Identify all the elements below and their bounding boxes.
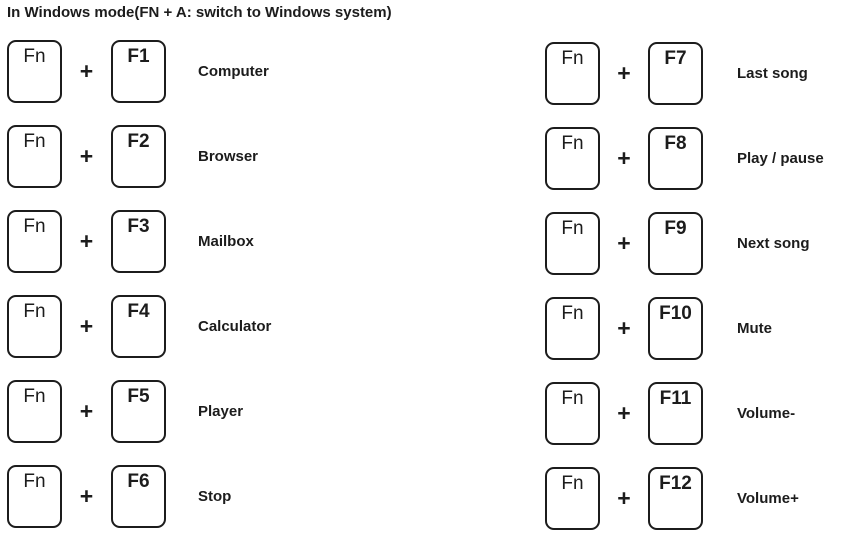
f9-key-label: F9 (664, 218, 687, 239)
fn-key: Fn (545, 382, 600, 445)
f5-key-label: F5 (127, 386, 150, 407)
fn-key-label: Fn (561, 473, 584, 494)
shortcut-column-right: Fn + F7 Last song Fn + F8 Play / pause F… (545, 42, 824, 530)
plus-sign: + (617, 230, 631, 256)
shortcut-column-left: Fn + F1 Computer Fn + F2 Browser Fn + F3… (7, 40, 271, 528)
f12-key: F12 (648, 467, 703, 530)
f12-key-label: F12 (659, 473, 692, 494)
action-label: Stop (198, 488, 232, 505)
shortcut-row-f1: Fn + F1 Computer (7, 40, 271, 103)
plus-sign: + (617, 145, 631, 171)
f9-key: F9 (648, 212, 703, 275)
fn-key: Fn (545, 467, 600, 530)
fn-key-label: Fn (23, 471, 46, 492)
f11-key-label: F11 (659, 388, 692, 409)
f8-key: F8 (648, 127, 703, 190)
f2-key-label: F2 (127, 131, 150, 152)
fn-key: Fn (7, 295, 62, 358)
action-label: Player (198, 403, 244, 420)
f10-key: F10 (648, 297, 703, 360)
fn-key: Fn (7, 380, 62, 443)
action-label: Last song (737, 65, 808, 82)
plus-sign: + (79, 143, 94, 169)
f1-key: F1 (111, 40, 166, 103)
fn-key-label: Fn (23, 46, 46, 67)
shortcut-row-f9: Fn + F9 Next song (545, 212, 824, 275)
shortcut-row-f2: Fn + F2 Browser (7, 125, 271, 188)
f1-key-label: F1 (127, 46, 150, 67)
plus-sign: + (79, 228, 94, 254)
plus-sign: + (79, 58, 94, 84)
fn-key: Fn (545, 212, 600, 275)
f2-key: F2 (111, 125, 166, 188)
f3-key-label: F3 (127, 216, 150, 237)
fn-key-label: Fn (23, 386, 46, 407)
action-label: Next song (737, 235, 810, 252)
fn-key: Fn (7, 40, 62, 103)
fn-key: Fn (7, 125, 62, 188)
fn-key: Fn (7, 465, 62, 528)
fn-key-label: Fn (561, 48, 584, 69)
f6-key: F6 (111, 465, 166, 528)
fn-key-label: Fn (561, 303, 584, 324)
f5-key: F5 (111, 380, 166, 443)
shortcut-row-f3: Fn + F3 Mailbox (7, 210, 271, 273)
f11-key: F11 (648, 382, 703, 445)
fn-key-label: Fn (23, 216, 46, 237)
fn-key-label: Fn (561, 388, 584, 409)
shortcut-row-f6: Fn + F6 Stop (7, 465, 271, 528)
shortcut-row-f7: Fn + F7 Last song (545, 42, 824, 105)
plus-sign: + (617, 400, 631, 426)
shortcut-row-f12: Fn + F12 Volume+ (545, 467, 824, 530)
action-label: Browser (198, 148, 259, 165)
plus-sign: + (617, 315, 631, 341)
action-label: Computer (198, 63, 269, 80)
plus-sign: + (79, 398, 94, 424)
plus-sign: + (617, 60, 631, 86)
fn-key: Fn (545, 297, 600, 360)
plus-sign: + (617, 485, 631, 511)
shortcut-row-f4: Fn + F4 Calculator (7, 295, 271, 358)
shortcut-row-f10: Fn + F10 Mute (545, 297, 824, 360)
f6-key-label: F6 (127, 471, 150, 492)
fn-key-label: Fn (561, 133, 584, 154)
fn-key: Fn (7, 210, 62, 273)
fn-key-label: Fn (561, 218, 584, 239)
fn-key-label: Fn (23, 301, 46, 322)
f4-key-label: F4 (127, 301, 150, 322)
plus-sign: + (79, 483, 94, 509)
shortcut-row-f5: Fn + F5 Player (7, 380, 271, 443)
fn-key: Fn (545, 127, 600, 190)
action-label: Mailbox (198, 233, 254, 250)
page-title: In Windows mode(FN + A: switch to Window… (7, 4, 392, 21)
action-label: Play / pause (737, 150, 824, 167)
f3-key: F3 (111, 210, 166, 273)
f7-key: F7 (648, 42, 703, 105)
f7-key-label: F7 (664, 48, 687, 69)
f10-key-label: F10 (659, 303, 692, 324)
fn-key-label: Fn (23, 131, 46, 152)
fn-key: Fn (545, 42, 600, 105)
plus-sign: + (79, 313, 94, 339)
action-label: Calculator (198, 318, 272, 335)
f8-key-label: F8 (664, 133, 687, 154)
action-label: Mute (737, 320, 772, 337)
action-label: Volume+ (737, 490, 799, 507)
action-label: Volume- (737, 405, 796, 422)
shortcut-row-f8: Fn + F8 Play / pause (545, 127, 824, 190)
f4-key: F4 (111, 295, 166, 358)
shortcut-row-f11: Fn + F11 Volume- (545, 382, 824, 445)
